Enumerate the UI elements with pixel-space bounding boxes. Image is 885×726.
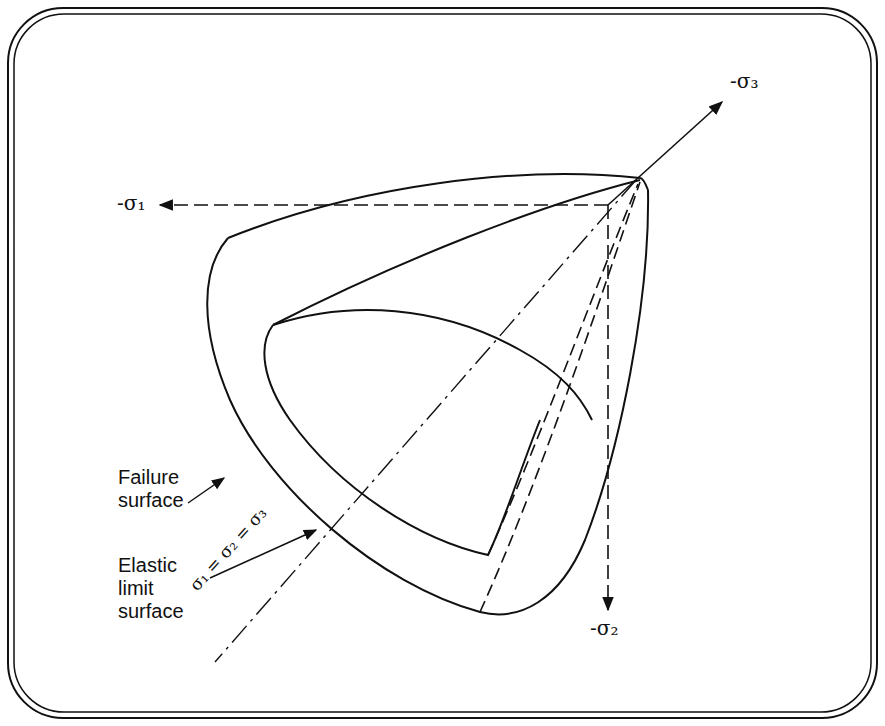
frame-inner xyxy=(14,14,871,712)
elastic-surface-section xyxy=(264,325,540,555)
failure-meridian xyxy=(228,174,640,238)
sigma3-axis xyxy=(608,102,722,205)
axis-label: -σ₁ xyxy=(117,192,145,215)
failure-apex xyxy=(640,178,648,190)
hydrostatic-axis xyxy=(215,180,636,662)
axis-label: -σ₂ xyxy=(590,617,618,640)
callout-label: Elastic limit surface xyxy=(118,554,198,623)
frame-outer xyxy=(8,8,877,718)
elastic-surface-top xyxy=(273,310,592,420)
failure-meridian-hidden xyxy=(480,182,640,612)
elastic-meridian xyxy=(273,180,640,325)
elastic-meridian-hidden xyxy=(488,184,638,555)
axis-label: σ₁ = σ₂ = σ₃ xyxy=(186,504,271,595)
sigma1-axis xyxy=(160,204,608,206)
callout-label: Failure surface xyxy=(118,466,198,512)
axis-label: -σ₃ xyxy=(730,70,758,93)
sigma2-axis xyxy=(607,205,609,610)
leader-line xyxy=(188,478,224,503)
